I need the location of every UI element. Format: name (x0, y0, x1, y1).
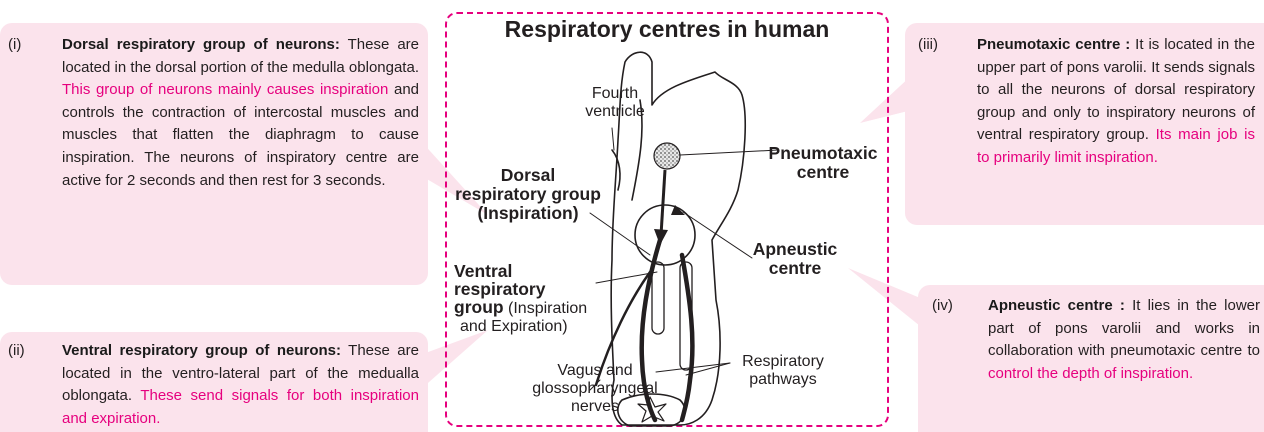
leader-fourth-ventricle (612, 128, 614, 150)
label-line: nerves (525, 398, 665, 416)
label-line: Vagus and (525, 362, 665, 380)
label-line: Pneumotaxic (768, 144, 878, 163)
label-line: Fourth (565, 85, 665, 103)
label-line: glossopharyngeal (525, 380, 665, 398)
label-line: centre (768, 163, 878, 182)
label-respiratory-pathways: Respiratory pathways (728, 353, 838, 389)
label-ventral-group: Ventral respiratory group (Inspiration a… (448, 262, 608, 336)
label-line: Dorsal (448, 166, 608, 185)
label-pneumotaxic-centre: Pneumotaxic centre (768, 144, 878, 182)
pathway-right (682, 255, 692, 420)
label-line: Respiratory (728, 353, 838, 371)
pneumotaxic-arrow-shaft (661, 170, 665, 235)
label-line: pathways (728, 371, 838, 389)
label-line: and Expiration) (448, 318, 608, 336)
pneumotaxic-sphere (654, 143, 680, 169)
label-dorsal-group: Dorsal respiratory group (Inspiration) (448, 166, 608, 223)
label-line: group (454, 297, 504, 317)
label-line: Ventral respiratory (448, 262, 608, 298)
label-line: ventricle (565, 103, 665, 121)
pneumotaxic-arrowhead (654, 229, 668, 245)
leader-apneustic (683, 212, 752, 258)
label-vagus-nerves: Vagus and glossopharyngeal nerves (525, 362, 665, 416)
label-fourth-ventricle: Fourth ventricle (565, 85, 665, 121)
label-line: (Inspiration) (448, 204, 608, 223)
leader-pneumotaxic (680, 150, 778, 155)
label-line: (Inspiration (504, 300, 588, 317)
label-line: Apneustic (745, 240, 845, 259)
label-line: centre (745, 259, 845, 278)
label-line: respiratory group (448, 185, 608, 204)
label-apneustic-centre: Apneustic centre (745, 240, 845, 278)
